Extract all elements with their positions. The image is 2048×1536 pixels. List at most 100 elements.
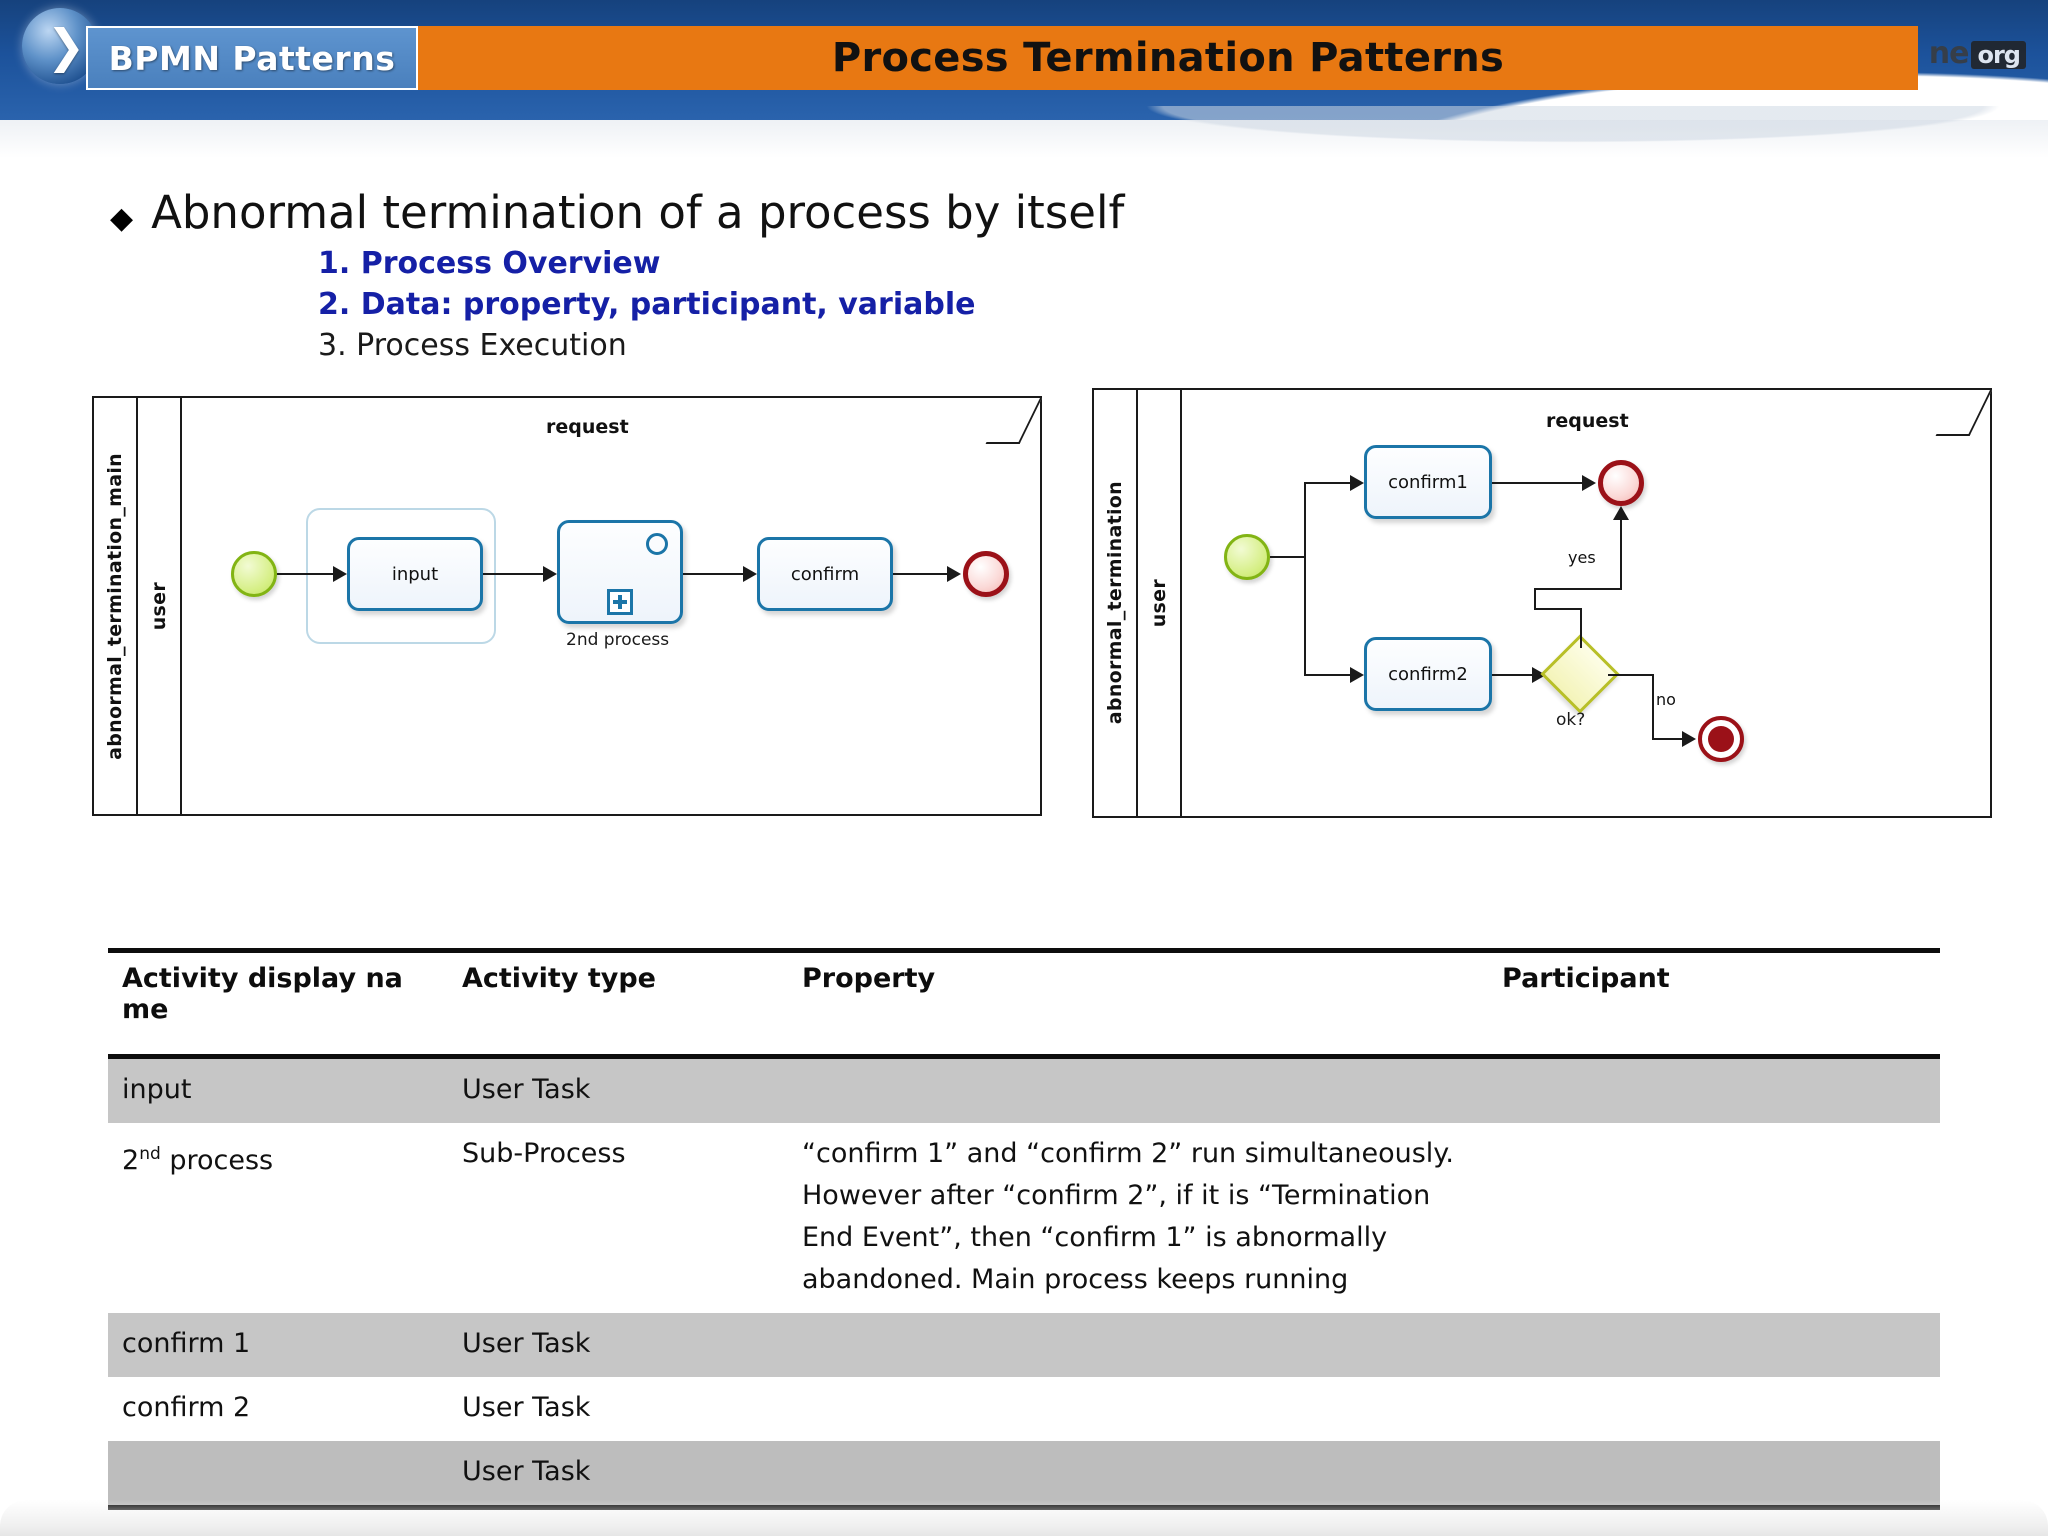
terminate-end-event[interactable]	[1698, 716, 1744, 762]
col-header-activity-type: Activity type	[448, 948, 788, 1059]
flow-yes-vertical-a	[1580, 608, 1582, 648]
lane-name-right: user	[1138, 390, 1182, 816]
flow-yes-vertical-c	[1620, 520, 1622, 590]
agenda-item-3: 3. Process Execution	[318, 328, 627, 363]
subprocess-2nd-process[interactable]	[557, 520, 683, 624]
flow-no-horizontal-a	[1608, 674, 1654, 676]
cell-participant	[1488, 1313, 1940, 1377]
task-confirm-left[interactable]: confirm	[757, 537, 893, 611]
flow-start-to-input	[277, 573, 335, 575]
cell-activity: confirm 1	[108, 1313, 448, 1377]
flow-arrow-to-confirm1	[1350, 475, 1364, 491]
pool-name-left-label: abnormal_termination_main	[104, 452, 126, 760]
corner-brand-badge: org	[1971, 41, 2026, 69]
cell-property	[788, 1056, 1488, 1123]
table-row: 2nd process Sub-Process “confirm 1” and …	[108, 1123, 1940, 1313]
cell-activity	[108, 1441, 448, 1510]
end-event-right[interactable]	[1598, 460, 1644, 506]
task-confirm-left-label: confirm	[790, 563, 860, 585]
flow-start-down-branch	[1304, 556, 1306, 676]
pool-title-left: request	[546, 416, 629, 438]
cell-property	[788, 1441, 1488, 1510]
cell-participant	[1488, 1441, 1940, 1510]
flow-no-horizontal-b	[1652, 738, 1684, 740]
tab-bpmn-patterns[interactable]: BPMN Patterns	[86, 26, 418, 90]
end-event-left[interactable]	[963, 551, 1009, 597]
table-body: input User Task 2nd process Sub-Process …	[108, 1056, 1940, 1510]
col-header-activity-display-name: Activity display na me	[108, 948, 448, 1059]
flow-label-yes: yes	[1568, 548, 1596, 567]
table-header-row: Activity display na me Activity type Pro…	[108, 948, 1940, 1059]
flow-start-up-branch	[1304, 482, 1306, 556]
cell-type: User Task	[448, 1441, 788, 1510]
table-header: Activity display na me Activity type Pro…	[108, 948, 1940, 1059]
gateway-ok-label: ok?	[1556, 710, 1586, 730]
flow-arrow-confirm-to-end	[947, 566, 961, 582]
table-row: confirm 1 User Task	[108, 1313, 1940, 1377]
main-bullet: ◆ Abnormal termination of a process by i…	[110, 186, 1124, 239]
subprocess-2nd-process-label: 2nd process	[566, 630, 670, 650]
header-underlay	[0, 106, 2048, 186]
start-event-left[interactable]	[231, 551, 277, 597]
cell-activity-sup: nd	[139, 1144, 161, 1164]
flow-to-confirm2	[1304, 674, 1352, 676]
pool-name-right-label: abnormal_termination	[1104, 481, 1126, 725]
task-confirm1-label: confirm1	[1388, 471, 1468, 493]
bpmn-pool-left: abnormal_termination_main user request i…	[92, 396, 1042, 816]
cell-participant	[1488, 1056, 1940, 1123]
lane-name-left-label: user	[148, 581, 170, 631]
activity-data-table: Activity display na me Activity type Pro…	[108, 948, 1940, 1510]
pool-corner-clip	[985, 398, 1042, 444]
flow-start-split	[1270, 556, 1306, 558]
cell-type: User Task	[448, 1313, 788, 1377]
flow-arrow-input-to-subprocess	[543, 566, 557, 582]
bpmn-pool-right: abnormal_termination user request confir…	[1092, 388, 1992, 818]
flow-subprocess-to-confirm	[683, 573, 745, 575]
cell-type: User Task	[448, 1056, 788, 1123]
cell-activity: confirm 2	[108, 1377, 448, 1441]
terminate-dot-icon	[1708, 726, 1734, 752]
logo-orb-icon	[22, 8, 98, 84]
slide-bottom-edge	[0, 1500, 2048, 1536]
table-row: User Task	[108, 1441, 1940, 1510]
task-confirm2-label: confirm2	[1388, 663, 1468, 685]
task-confirm1[interactable]: confirm1	[1364, 445, 1492, 519]
flow-confirm-to-end	[893, 573, 949, 575]
flow-no-vertical	[1652, 674, 1654, 738]
col-header-property: Property	[788, 948, 1488, 1059]
diamond-bullet-icon: ◆	[110, 201, 134, 236]
cell-type: Sub-Process	[448, 1123, 788, 1313]
table-row: input User Task	[108, 1056, 1940, 1123]
cell-participant	[1488, 1377, 1940, 1441]
col-header-participant: Participant	[1488, 948, 1940, 1059]
cell-participant	[1488, 1123, 1940, 1313]
tab-bpmn-patterns-label: BPMN Patterns	[108, 38, 396, 78]
lane-name-left: user	[138, 398, 182, 814]
flow-yes-horizontal	[1534, 608, 1580, 610]
flow-arrow-confirm1-to-end	[1582, 475, 1596, 491]
main-bullet-text: Abnormal termination of a process by its…	[151, 186, 1125, 239]
task-input[interactable]: input	[347, 537, 483, 611]
flow-confirm2-to-gateway	[1492, 674, 1534, 676]
flow-arrow-to-confirm2	[1350, 667, 1364, 683]
task-confirm2[interactable]: confirm2	[1364, 637, 1492, 711]
cell-activity: input	[108, 1056, 448, 1123]
agenda-list: 1. Process Overview 2. Data: property, p…	[318, 243, 975, 366]
flow-yes-horizontal-b	[1534, 588, 1620, 590]
flow-arrow-yes-to-end	[1613, 506, 1629, 520]
chevron-right-icon: ❯	[46, 19, 86, 73]
flow-arrow-start-to-input	[333, 566, 347, 582]
page-title: Process Termination Patterns	[831, 35, 1505, 81]
flow-to-confirm1	[1304, 482, 1352, 484]
agenda-item-1: 1. Process Overview	[318, 246, 661, 281]
start-event-right[interactable]	[1224, 534, 1270, 580]
slide-header: ❯ BPMN Patterns Process Termination Patt…	[0, 0, 2048, 120]
cell-property: “confirm 1” and “confirm 2” run simultan…	[788, 1123, 1488, 1313]
cell-property	[788, 1313, 1488, 1377]
subprocess-plus-marker-icon	[607, 589, 633, 615]
cell-activity: 2nd process	[108, 1123, 448, 1313]
pool-corner-clip	[1935, 390, 1992, 436]
table-row: confirm 2 User Task	[108, 1377, 1940, 1441]
cell-property	[788, 1377, 1488, 1441]
